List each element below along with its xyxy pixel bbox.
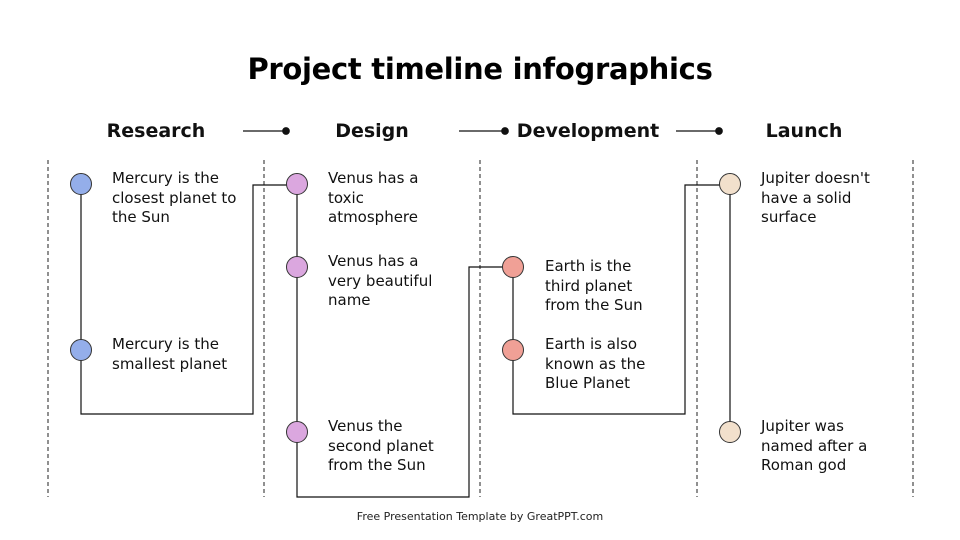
timeline-path: [80, 184, 731, 498]
phase-research-heading: Research: [106, 120, 206, 142]
design-note-2: Venus has a very beautiful name: [328, 252, 433, 309]
design-node-1: [286, 173, 308, 195]
development-note-1: Earth is the third planet from the Sun: [545, 257, 643, 314]
design-note-1: Venus has a toxic atmosphere: [328, 169, 419, 226]
column-dividers: [47, 160, 914, 497]
research-node-2: [70, 339, 92, 361]
development-node-1: [502, 256, 524, 278]
design-note-3: Venus the second planet from the Sun: [328, 417, 434, 474]
phase-design-heading: Design: [335, 120, 409, 142]
research-note-2: Mercury is the smallest planet: [112, 335, 228, 373]
research-note-1: Mercury is the closest planet to the Sun: [112, 169, 237, 226]
launch-node-1: [719, 173, 741, 195]
development-node-2: [502, 339, 524, 361]
research-node-1: [70, 173, 92, 195]
phase-development-heading: Development: [516, 120, 660, 142]
design-node-3: [286, 421, 308, 443]
phase-connectors: [243, 127, 723, 135]
page-title: Project timeline infographics: [247, 52, 713, 86]
phase-launch-heading: Launch: [765, 120, 843, 142]
launch-node-2: [719, 421, 741, 443]
launch-note-1: Jupiter doesn't have a solid surface: [761, 169, 870, 226]
footer-credit: Free Presentation Template by GreatPPT.c…: [356, 510, 604, 523]
development-note-2: Earth is also known as the Blue Planet: [545, 335, 646, 392]
design-node-2: [286, 256, 308, 278]
launch-note-2: Jupiter was named after a Roman god: [761, 417, 868, 474]
